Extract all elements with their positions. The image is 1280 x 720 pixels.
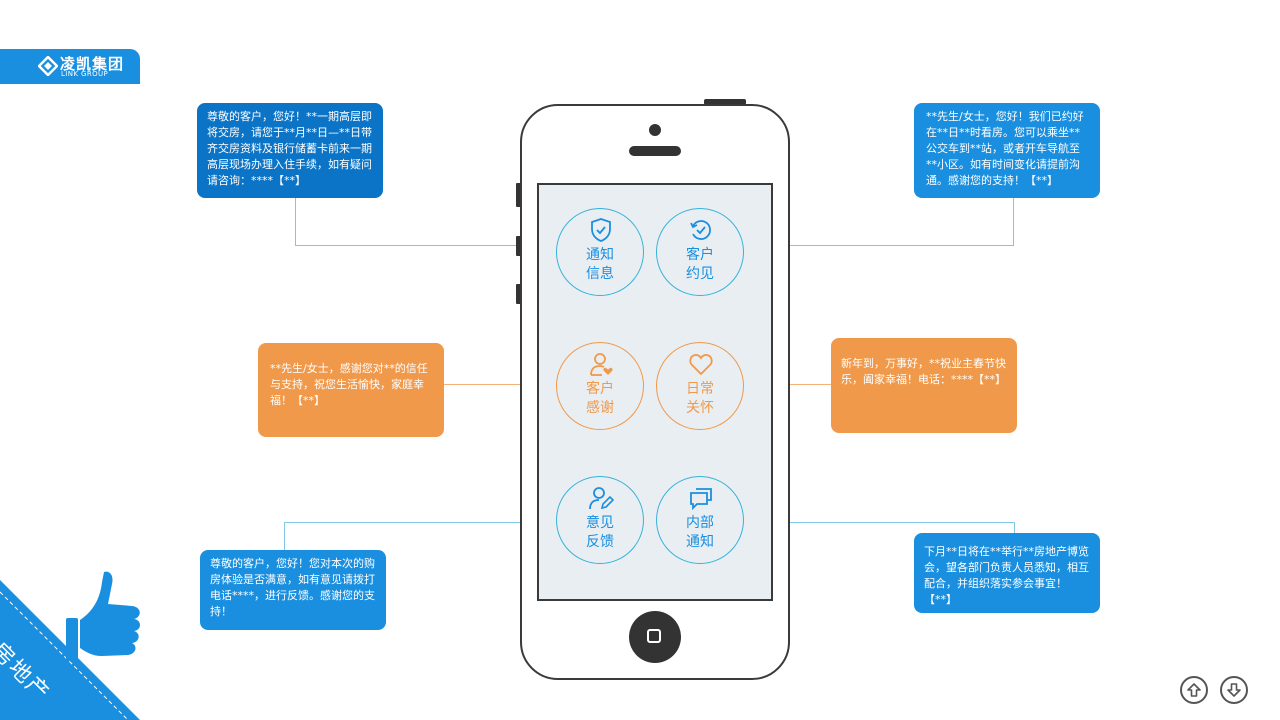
logo-name-cn: 凌凯集团 [60,55,125,73]
home-square-icon [647,629,661,643]
feedback-button[interactable]: 意见反馈 [556,476,644,564]
chat-icon [690,488,712,511]
customer-appointment-button[interactable]: 客户约见 [656,208,744,296]
logo-tab: 凌凯集团 LINK GROUP [0,49,140,84]
phone-volume-down [516,284,521,304]
internal-notice-line2: 通知 [686,534,714,550]
message-appointment: **先生/女士，您好！我们已约好在**日**时看房。您可以乘坐**公交车到**站… [914,103,1100,198]
daily-care-line1: 日常 [686,381,714,397]
corner-banner [0,571,140,720]
message-care: 新年到，万事好，**祝业主春节快乐，阖家幸福！电话：****【**】 [831,338,1017,433]
daily-care-line2: 关怀 [686,400,714,416]
customer-appointment-line1: 客户 [686,247,714,263]
connector-appointment [743,197,1014,246]
shield-check-icon [591,218,611,242]
feedback-line2: 反馈 [586,534,614,550]
connector-notice [295,197,558,246]
message-thanks: **先生/女士，感谢您对**的信任与支持，祝您生活愉快，家庭幸福！【**】 [258,343,444,437]
prev-page-button[interactable] [1180,676,1208,704]
logo-diamond-icon [38,56,58,76]
phone-volume-up [516,236,521,256]
clock-check-icon [690,220,711,240]
user-heart-icon [590,353,613,376]
connector-internal [743,522,1015,534]
phone-camera [649,124,661,136]
phone-home-button[interactable] [629,611,681,663]
heart-icon [689,354,713,376]
customer-thanks-button[interactable]: 客户感谢 [556,342,644,430]
arrow-up-icon [1187,683,1201,697]
arrow-down-icon [1227,683,1241,697]
phone-power-button [704,99,746,105]
phone-mute-switch [516,183,521,207]
notice-info-line2: 信息 [586,266,614,282]
internal-notice-button[interactable]: 内部通知 [656,476,744,564]
connector-feedback [284,522,558,551]
logo-name-en: LINK GROUP [61,70,109,78]
customer-appointment-line2: 约见 [686,266,714,282]
next-page-button[interactable] [1220,676,1248,704]
message-feedback: 尊敬的客户，您好！您对本次的购房体验是否满意，如有意见请拨打电话****，进行反… [200,550,386,630]
internal-notice-line1: 内部 [686,515,714,531]
thumbs-up-icon [66,571,140,660]
daily-care-button[interactable]: 日常关怀 [656,342,744,430]
message-notice: 尊敬的客户，您好！**一期高层即将交房，请您于**月**日—**日带齐交房资料及… [197,103,383,198]
notice-info-button[interactable]: 通知信息 [556,208,644,296]
feedback-line1: 意见 [586,515,614,531]
notice-info-line1: 通知 [586,247,614,263]
user-edit-icon [589,487,614,510]
phone-speaker [629,146,681,156]
customer-thanks-line1: 客户 [586,381,614,397]
connector-thanks [444,384,557,385]
message-internal: 下月**日将在**举行**房地产博览会，望各部门负责人员悉知，相互配合，并组织落… [914,533,1100,613]
customer-thanks-line2: 感谢 [586,400,614,416]
